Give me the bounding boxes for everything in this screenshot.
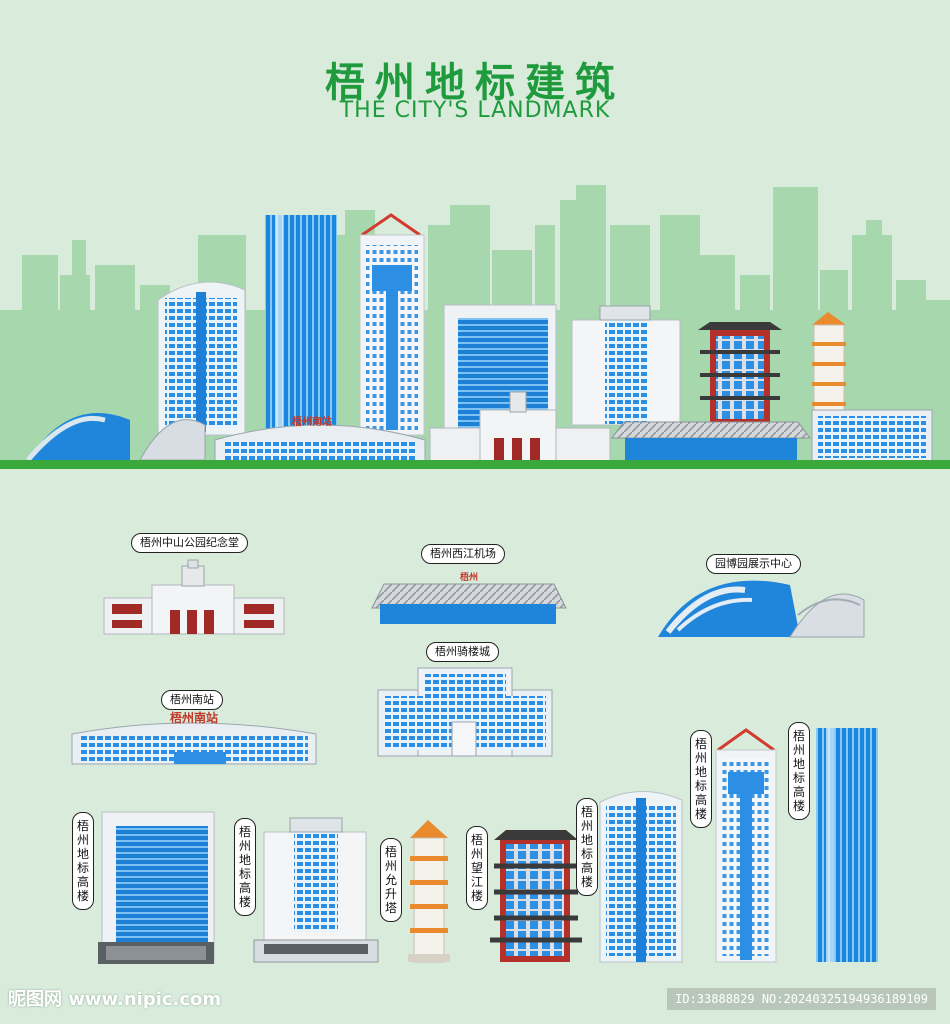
label-tower-e: 梧州地标高楼: [788, 722, 810, 820]
label-tower-c: 梧州地标高楼: [576, 798, 598, 896]
label-airport: 梧州西江机场: [421, 544, 505, 564]
building-expo-center: [658, 580, 865, 638]
building-wangjiang-tower: [490, 830, 582, 962]
label-wangjiang: 梧州望江楼: [466, 826, 488, 910]
building-airport: 梧州: [371, 571, 567, 624]
building-tower-b: [253, 817, 379, 963]
label-yunsheng: 梧州允升塔: [380, 838, 402, 922]
building-yunsheng-pagoda: [408, 820, 450, 963]
skyline-tower-crown: [359, 213, 425, 436]
building-south-station: 梧州南站: [71, 710, 317, 765]
watermark-nipic: 昵图网 www.nipic.com: [8, 989, 222, 1010]
label-zhongshan-hall: 梧州中山公园纪念堂: [131, 533, 248, 553]
building-tower-d: [715, 728, 777, 963]
skyline-tower-white: [571, 305, 681, 426]
building-tower-e: [816, 728, 878, 962]
label-expo-center: 园博园展示中心: [706, 554, 801, 574]
title-chinese: 梧州地标建筑: [325, 60, 625, 106]
label-tower-d: 梧州地标高楼: [690, 730, 712, 828]
building-qilou: [377, 667, 553, 757]
title-english: THE CITY'S LANDMARK: [339, 98, 611, 123]
label-tower-b: 梧州地标高楼: [234, 818, 256, 916]
airport-sign: 梧州: [460, 571, 478, 583]
skyline-pagoda-orange: [812, 312, 846, 421]
label-south-station: 梧州南站: [161, 690, 223, 710]
skyline-tower-curved: [157, 281, 246, 436]
skyline-station-sign: 梧州南站: [292, 415, 332, 428]
top-skyline: 梧州南站: [0, 213, 950, 469]
skyline-south-station: 梧州南站: [214, 415, 426, 463]
label-tower-a: 梧州地标高楼: [72, 812, 94, 910]
skyline-tower-tall: [265, 215, 337, 430]
skyline-expo-center: [26, 413, 206, 462]
skyline-qilou: [811, 409, 933, 463]
skyline-zhongshan-hall: [429, 391, 611, 463]
ground-strip: [0, 460, 950, 469]
skyline-pagoda-red: [698, 322, 782, 425]
south-station-sign: 梧州南站: [170, 710, 218, 725]
skyline-airport: [611, 421, 811, 462]
building-zhongshan-hall: [103, 559, 285, 635]
building-tower-c: [599, 791, 683, 963]
label-qilou: 梧州骑楼城: [426, 642, 499, 662]
building-tower-a: [98, 811, 215, 964]
watermark-id: ID:33888829 NO:20240325194936189109: [667, 988, 936, 1010]
